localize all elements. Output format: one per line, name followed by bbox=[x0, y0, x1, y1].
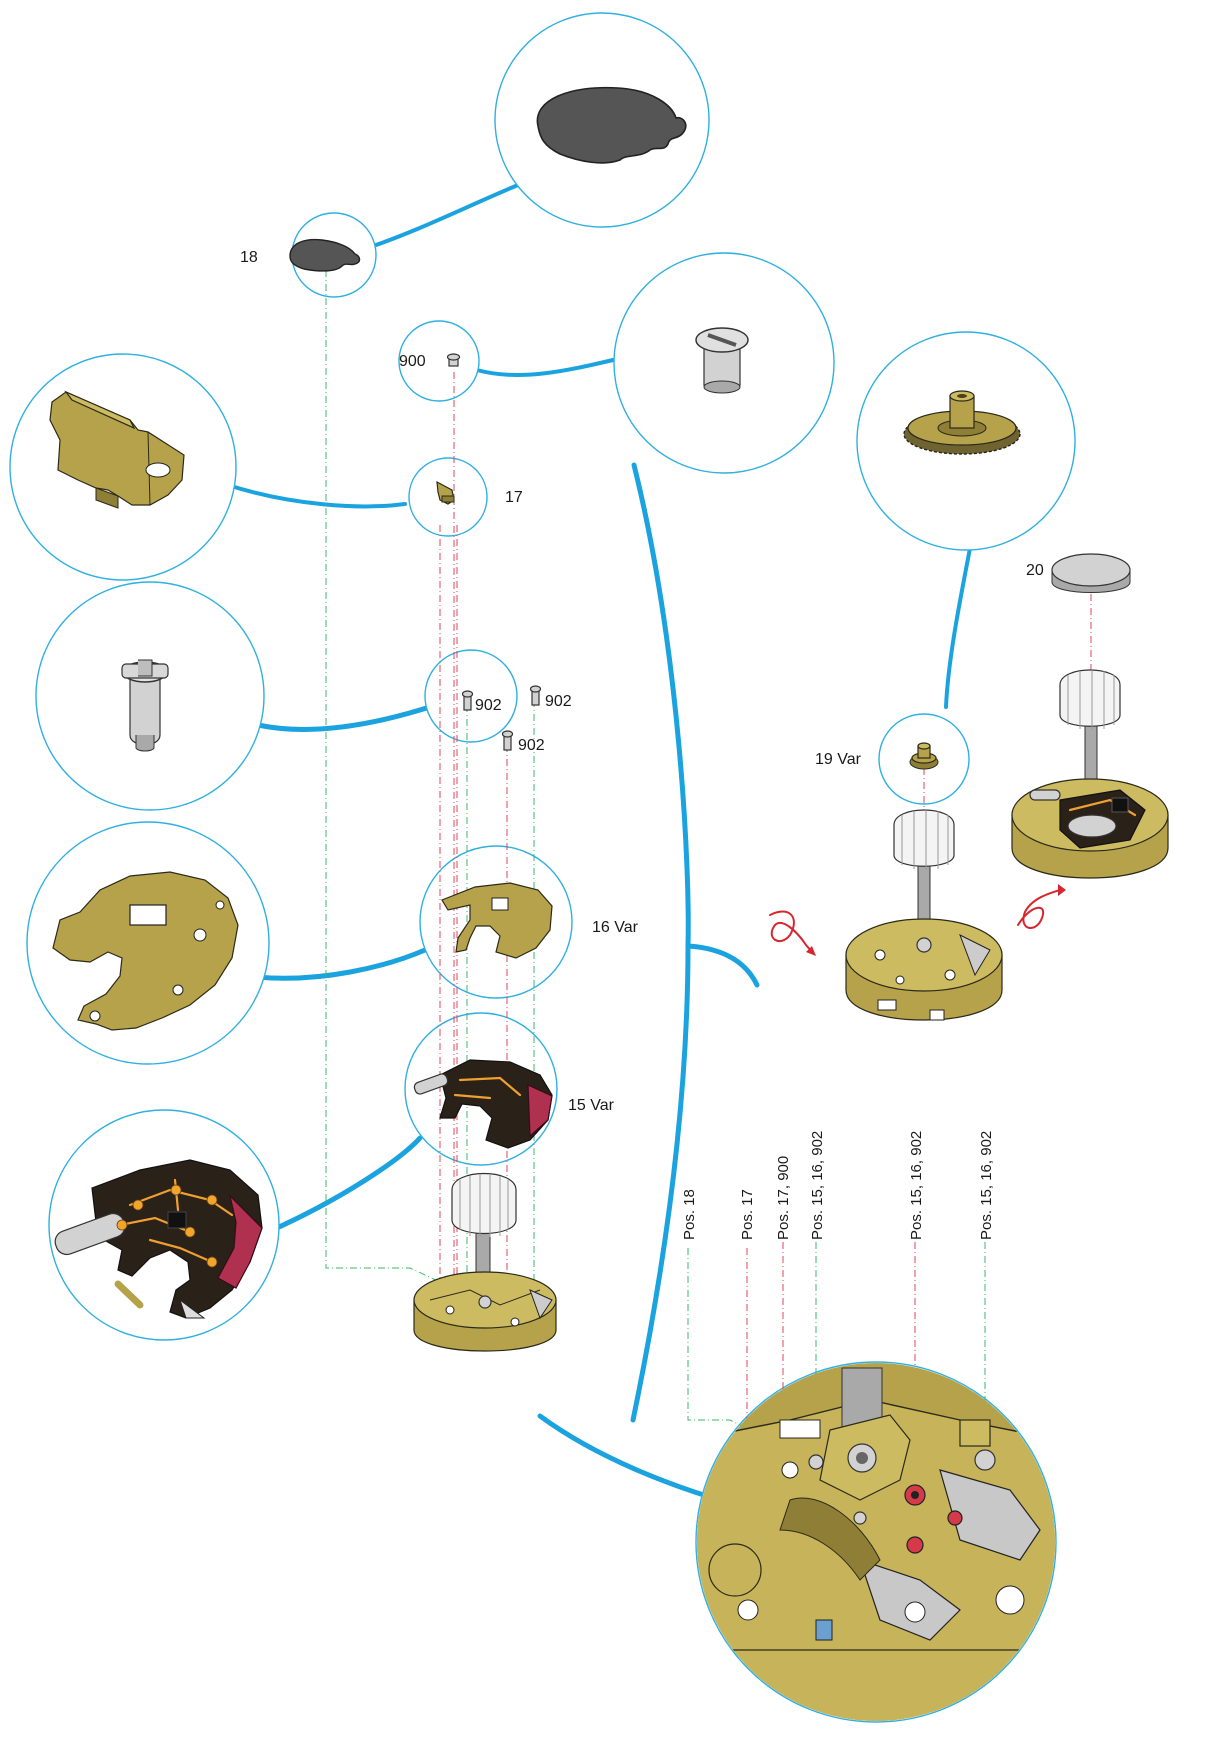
label-16-var: 16 Var bbox=[592, 919, 639, 936]
label-900: 900 bbox=[399, 353, 426, 370]
part-900-screw-zoom bbox=[695, 327, 749, 394]
position-labels: Pos. 18 Pos. 17 Pos. 17, 900 Pos. 15, 16… bbox=[681, 1131, 995, 1240]
label-19-var: 19 Var bbox=[815, 751, 862, 768]
part-18-insulator-small bbox=[289, 238, 361, 272]
part-900-screw-small bbox=[446, 353, 461, 367]
movement-assembly-center bbox=[413, 1173, 557, 1352]
label-15-var: 15 Var bbox=[568, 1097, 615, 1114]
rotate-arrow-icon bbox=[769, 910, 816, 956]
part-19-wheel-zoom bbox=[903, 390, 1021, 455]
part-17-lever-zoom bbox=[49, 390, 185, 509]
pos-label-15-16-902-c: Pos. 15, 16, 902 bbox=[978, 1131, 995, 1240]
pos-label-15-16-902-b: Pos. 15, 16, 902 bbox=[908, 1131, 925, 1240]
part-16-plate-zoom bbox=[52, 871, 239, 1031]
part-19-wheel-small bbox=[909, 742, 939, 770]
part-15-circuit-small bbox=[413, 1059, 553, 1149]
part-17-lever-small bbox=[436, 480, 455, 505]
label-902-a: 902 bbox=[475, 697, 502, 714]
part-16-plate-small bbox=[441, 882, 553, 959]
pos-label-17: Pos. 17 bbox=[739, 1189, 756, 1240]
pos-label-15-16-902-a: Pos. 15, 16, 902 bbox=[809, 1131, 826, 1240]
part-902-screws-small bbox=[461, 685, 542, 751]
part-20-battery bbox=[1051, 553, 1131, 593]
label-902-c: 902 bbox=[518, 737, 545, 754]
label-20: 20 bbox=[1026, 562, 1044, 579]
label-18: 18 bbox=[240, 249, 258, 266]
part-18-insulator-zoom bbox=[536, 86, 687, 164]
part-902-screw-zoom bbox=[121, 659, 169, 752]
circle-part-900 bbox=[398, 320, 480, 402]
screw-c bbox=[501, 730, 514, 751]
movement-right-step2 bbox=[1011, 669, 1169, 879]
connector-lines bbox=[226, 183, 974, 1511]
screw-a bbox=[461, 690, 474, 711]
pos-label-18: Pos. 18 bbox=[681, 1189, 698, 1240]
label-17: 17 bbox=[505, 489, 523, 506]
movement-zoom-detail bbox=[697, 1363, 1055, 1721]
screw-b bbox=[529, 685, 542, 706]
pos-label-17-900: Pos. 17, 900 bbox=[775, 1156, 792, 1240]
movement-right-step1 bbox=[845, 809, 1003, 1021]
rotate-arrow-icon-2 bbox=[1017, 884, 1066, 929]
part-15-circuit-zoom bbox=[54, 1159, 263, 1319]
callout-labels: 18 900 17 902 902 902 16 Var 15 Var 19 V… bbox=[240, 249, 1044, 1114]
label-902-b: 902 bbox=[545, 693, 572, 710]
